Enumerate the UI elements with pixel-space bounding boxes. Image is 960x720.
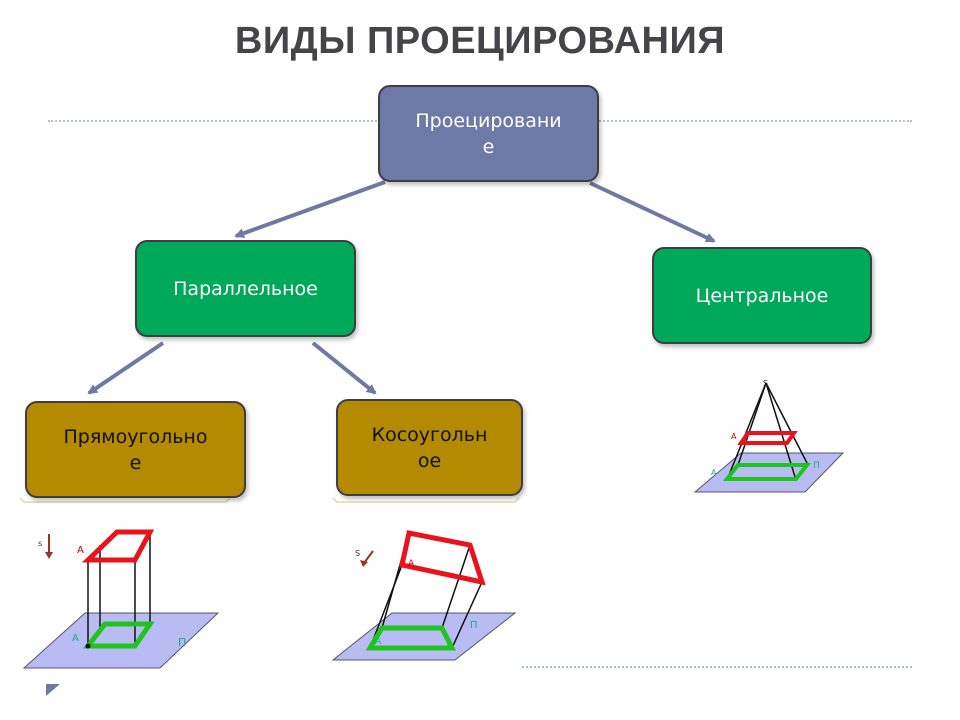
rect-plane-label: П (178, 636, 186, 649)
node-projection-line2: е (482, 135, 495, 158)
node-parallel-label: Параллельное (173, 277, 318, 300)
node-central[interactable]: Центральное (652, 247, 872, 344)
oblique-plane-label: П (470, 620, 478, 631)
oblique-a1-label: A (375, 637, 382, 647)
central-plane-label: П (813, 461, 820, 471)
rect-a1-label: A (72, 633, 79, 644)
slide-corner-marker-icon (46, 684, 60, 696)
node-central-label: Центральное (695, 284, 829, 307)
rect-a-label: A (77, 545, 84, 556)
node-rectangular-line1: Прямоугольно (63, 425, 208, 448)
oblique-a-label: A (408, 559, 415, 569)
bottom-divider (522, 666, 912, 668)
central-a-label: A (731, 432, 737, 441)
central-projection-figure: S A A П (693, 379, 845, 493)
arrow-parallel-to-rectangular (87, 341, 165, 395)
node-projection[interactable]: Проецировани е (378, 85, 599, 182)
node-oblique-line2: ое (417, 449, 442, 472)
arrow-root-to-parallel (234, 180, 386, 238)
oblique-s-label: S (355, 549, 360, 558)
node-oblique-line1: Косоугольн (371, 423, 488, 446)
node-rectangular[interactable]: Прямоугольно е (25, 401, 246, 498)
node-oblique[interactable]: Косоугольн ое (336, 399, 523, 496)
slide-title: ВИДЫ ПРОЕЦИРОВАНИЯ (234, 20, 726, 62)
arrow-parallel-to-oblique (311, 341, 377, 395)
arrow-root-to-central (589, 181, 716, 243)
rectangular-projection-figure: s A A П (22, 529, 220, 669)
node-rectangular-line2: е (129, 451, 142, 474)
node-projection-line1: Проецировани (415, 109, 562, 132)
oblique-projection-figure: S A A П (331, 530, 517, 661)
node-parallel[interactable]: Параллельное (135, 240, 356, 337)
central-s-label: S (763, 379, 768, 388)
central-a1-label: A (711, 468, 717, 477)
rect-s-label: s (38, 539, 42, 548)
